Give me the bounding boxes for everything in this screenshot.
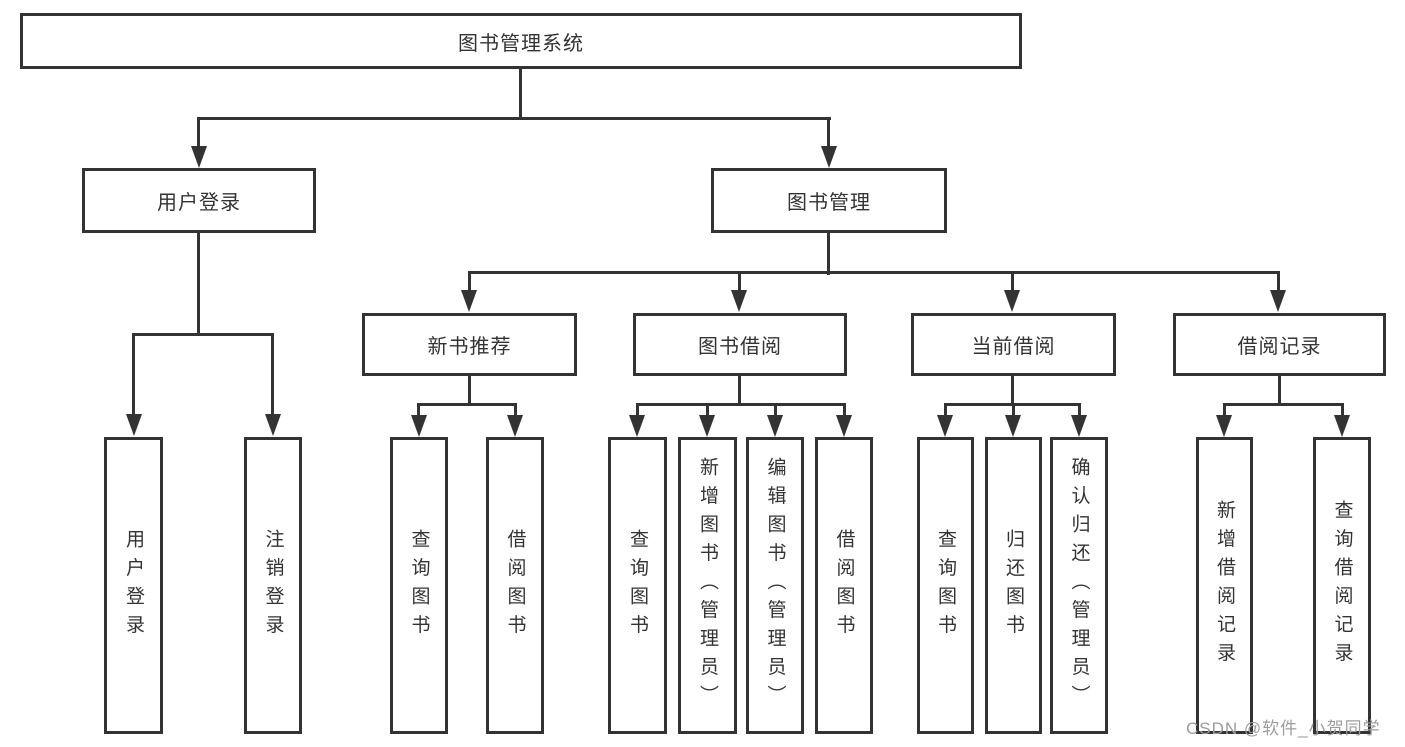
connector-vline	[738, 376, 741, 406]
node-label: 图书管理	[787, 192, 871, 214]
connector-vline	[1011, 376, 1014, 406]
leaf-logout: 注销登录	[244, 437, 302, 734]
leaf-add-borrow-record: 新增借阅记录	[1196, 437, 1253, 734]
node-new-book-recommend: 新书推荐	[362, 313, 577, 376]
arrowhead	[1005, 415, 1021, 437]
leaf-label: 借阅图书	[504, 528, 526, 643]
arrowhead	[411, 415, 427, 437]
arrowhead	[731, 290, 747, 312]
arrowhead	[937, 415, 953, 437]
connector-hline	[198, 117, 831, 120]
connector-vline	[132, 333, 135, 417]
node-library-management-system: 图书管理系统	[20, 13, 1022, 69]
leaf-label: 查询图书	[935, 528, 956, 643]
leaf-label: 用户登录	[123, 528, 144, 643]
leaf-label: 编辑图书（管理员）	[764, 457, 786, 714]
connector-vline	[514, 403, 517, 419]
leaf-label: 新增图书（管理员）	[697, 457, 718, 714]
leaf-edit-books-admin: 编辑图书（管理员）	[746, 437, 804, 734]
connector-vline	[468, 376, 471, 406]
node-label: 新书推荐	[427, 336, 512, 358]
connector-vline	[827, 117, 830, 150]
connector-hline	[132, 333, 274, 336]
connector-vline	[843, 403, 846, 419]
connector-vline	[1341, 403, 1344, 419]
connector-vline	[944, 403, 947, 419]
leaf-label: 确认归还（管理员）	[1068, 457, 1090, 714]
arrowhead	[507, 415, 523, 437]
leaf-label: 新增借阅记录	[1214, 500, 1235, 671]
arrowhead	[1216, 415, 1232, 437]
arrowhead	[767, 415, 783, 437]
connector-hline	[468, 271, 1279, 274]
arrowhead	[461, 290, 477, 312]
leaf-confirm-return-admin: 确认归还（管理员）	[1050, 437, 1108, 734]
arrowhead	[1334, 415, 1350, 437]
arrowhead	[1071, 415, 1087, 437]
leaf-borrow-query-books: 查询图书	[608, 437, 667, 734]
node-label: 借阅记录	[1237, 336, 1322, 358]
connector-vline	[197, 233, 200, 336]
node-label: 当前借阅	[971, 336, 1056, 358]
leaf-label: 借阅图书	[833, 528, 855, 643]
leaf-return-books: 归还图书	[985, 437, 1042, 734]
connector-vline	[636, 403, 639, 419]
leaf-label: 查询图书	[627, 528, 648, 643]
csdn-watermark: CSDN @软件_小贺同学	[1186, 719, 1381, 738]
node-label: 图书管理系统	[458, 32, 584, 55]
arrowhead	[699, 415, 715, 437]
connector-vline	[519, 69, 522, 119]
connector-vline	[1078, 403, 1081, 419]
arrowhead	[1270, 290, 1286, 312]
node-borrow-record: 借阅记录	[1173, 313, 1386, 376]
connector-vline	[271, 333, 274, 417]
connector-vline	[1223, 403, 1226, 419]
connector-vline	[417, 403, 420, 419]
connector-vline	[738, 271, 741, 293]
node-book-borrow: 图书借阅	[633, 313, 847, 376]
node-label: 图书借阅	[698, 336, 782, 358]
arrowhead	[821, 146, 837, 168]
connector-hline	[417, 403, 517, 406]
leaf-label: 归还图书	[1003, 528, 1024, 643]
connector-hline	[636, 403, 846, 406]
leaf-borrow-books: 借阅图书	[815, 437, 873, 734]
leaf-label: 注销登录	[262, 528, 284, 643]
connector-vline	[1011, 271, 1014, 293]
connector-vline	[468, 271, 471, 293]
leaf-user-login: 用户登录	[104, 437, 163, 734]
connector-vline	[1278, 376, 1281, 406]
leaf-current-query-books: 查询图书	[917, 437, 974, 734]
leaf-recommend-borrow-books: 借阅图书	[486, 437, 544, 734]
node-user-login: 用户登录	[82, 168, 316, 233]
connector-vline	[1277, 271, 1280, 293]
leaf-recommend-query-books: 查询图书	[390, 437, 448, 734]
connector-vline	[197, 117, 200, 150]
node-book-management: 图书管理	[711, 168, 947, 233]
leaf-label: 查询图书	[408, 528, 430, 643]
connector-vline	[827, 233, 830, 275]
connector-vline	[1012, 403, 1015, 419]
node-label: 用户登录	[157, 192, 241, 214]
arrowhead	[265, 414, 281, 436]
arrowhead	[1004, 290, 1020, 312]
connector-vline	[706, 403, 709, 419]
arrowhead	[126, 414, 142, 436]
connector-vline	[774, 403, 777, 419]
arrowhead	[836, 415, 852, 437]
arrowhead	[629, 415, 645, 437]
leaf-query-borrow-record: 查询借阅记录	[1313, 437, 1371, 734]
leaf-label: 查询借阅记录	[1331, 500, 1353, 671]
leaf-add-books-admin: 新增图书（管理员）	[678, 437, 737, 734]
connector-hline	[1223, 403, 1344, 406]
node-current-borrow: 当前借阅	[911, 313, 1116, 376]
arrowhead	[191, 146, 207, 168]
